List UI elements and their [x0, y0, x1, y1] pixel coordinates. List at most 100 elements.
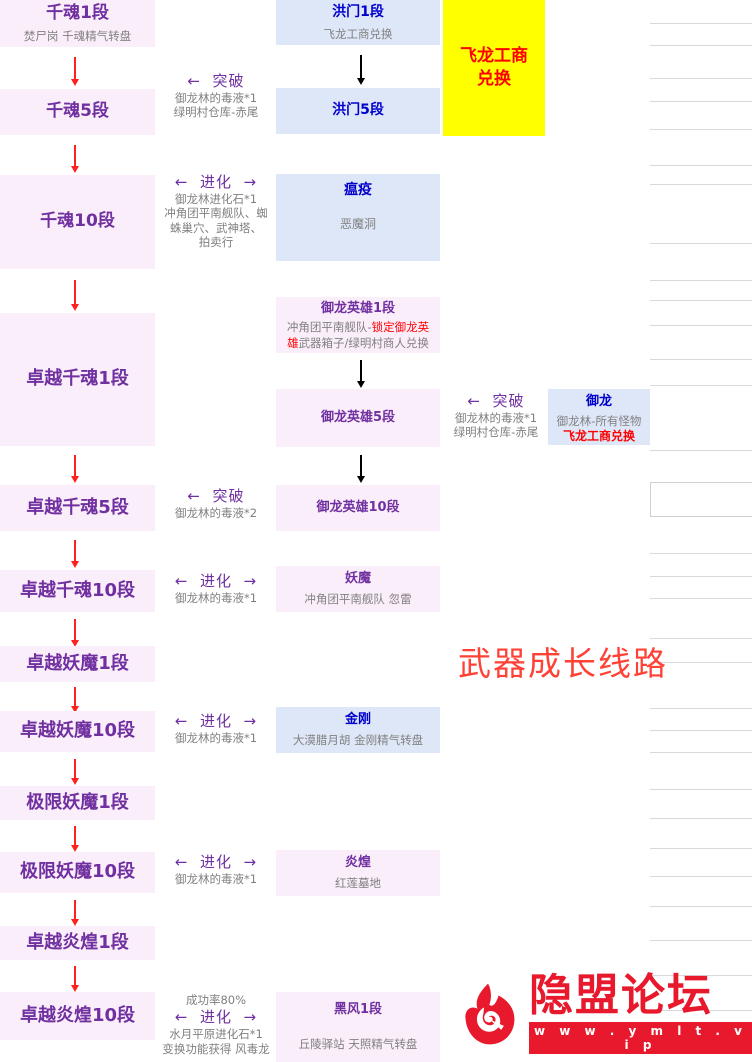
block-title: 妖魔 — [344, 571, 371, 587]
chain-block-zhuoyue-qianhun-5[interactable]: 卓越千魂5段 — [0, 485, 155, 531]
annotation-header: ← 突破 — [163, 487, 269, 506]
logo-url-banner: w w w . y m l t . v i p — [529, 1022, 752, 1054]
block-title: 千魂10段 — [40, 211, 115, 232]
arrow-left-icon: ← — [187, 487, 201, 505]
block-title: 御龙英雄10段 — [316, 499, 400, 515]
block-title: 极限妖魔1段 — [26, 791, 129, 813]
gridline — [650, 598, 752, 599]
annotation-line: 绿明村仓库-赤尾 — [173, 105, 259, 120]
gridline — [650, 876, 752, 877]
block-title: 卓越炎煌10段 — [19, 1004, 136, 1026]
annotation-label: 突破 — [492, 392, 525, 410]
arrow-right-icon: → — [243, 572, 258, 590]
block-detail: 大漠腊月胡 金刚精气转盘 — [292, 733, 424, 748]
chain-block-qianhun-5[interactable]: 千魂5段 — [0, 89, 155, 135]
block-detail-part: 武器箱子/绿明村商人兑换 — [298, 335, 429, 350]
block-detail-highlight: 锁定御龙英 — [371, 320, 430, 335]
block-yulong[interactable]: 御龙 御龙林-所有怪物 飞龙工商兑换 — [548, 389, 650, 445]
chain-block-zhuoyue-yaomo-1[interactable]: 卓越妖魔1段 — [0, 646, 155, 682]
annotation-header: ← 进化 → — [158, 173, 274, 192]
block-title: 千魂5段 — [46, 101, 109, 122]
block-detail-highlight: 飞龙工商兑换 — [562, 428, 635, 443]
gridline — [650, 975, 752, 976]
gridline — [650, 638, 752, 639]
arrow-right-icon: → — [243, 173, 258, 191]
flow-arrow-down — [71, 966, 79, 992]
block-yulong-hero-5[interactable]: 御龙英雄5段 — [276, 389, 440, 447]
flow-arrow-down — [71, 145, 79, 173]
arrow-left-icon: ← — [174, 712, 189, 730]
chain-block-zhuoyue-qianhun-10[interactable]: 卓越千魂10段 — [0, 570, 155, 612]
chain-block-jixian-yaomo-10[interactable]: 极限妖魔10段 — [0, 852, 155, 893]
chain-block-zhuoyue-yaomo-10[interactable]: 卓越妖魔10段 — [0, 711, 155, 752]
flow-arrow-down — [71, 57, 79, 86]
gridline — [650, 730, 752, 731]
chain-block-zhuoyue-qianhun-1[interactable]: 卓越千魂1段 — [0, 313, 155, 446]
page-title: 武器成长线路 — [458, 644, 668, 683]
annotation-label: 进化 — [199, 712, 232, 730]
annotation-label: 进化 — [199, 853, 232, 871]
annotation-success-rate: 成功率80% — [185, 993, 247, 1007]
gridline — [650, 576, 752, 577]
chain-block-qianhun-1[interactable]: 千魂1段 焚尸岗 千魂精气转盘 — [0, 0, 155, 47]
annotation-jinhua-3: ← 进化 → 御龙林的毒液*1 — [158, 712, 274, 745]
flow-arrow-down — [71, 759, 79, 785]
gridline — [650, 385, 752, 386]
annotation-header: ← 进化 → — [158, 572, 274, 591]
gridline — [650, 818, 752, 819]
chain-block-jixian-yaomo-1[interactable]: 极限妖魔1段 — [0, 786, 155, 820]
gridline — [650, 23, 752, 24]
block-detail: 丘陵驿站 天照精气转盘 — [298, 1037, 418, 1052]
block-jingang[interactable]: 金刚 大漠腊月胡 金刚精气转盘 — [276, 707, 440, 753]
block-title: 黑风1段 — [333, 1002, 383, 1017]
flow-arrow-down — [71, 826, 79, 852]
block-title: 御龙英雄5段 — [320, 409, 396, 425]
gridline — [650, 101, 752, 102]
block-yulong-hero-1[interactable]: 御龙英雄1段 冲角团平南舰队-锁定御龙英 雄武器箱子/绿明村商人兑换 — [276, 297, 440, 353]
block-title-line1: 飞龙工商 — [460, 46, 528, 67]
block-yaomo[interactable]: 妖魔 冲角团平南舰队 忽雷 — [276, 566, 440, 612]
arrow-right-icon: → — [243, 853, 258, 871]
block-wenyi[interactable]: 瘟疫 恶魔洞 — [276, 174, 440, 261]
block-title: 卓越千魂1段 — [26, 368, 129, 390]
block-title: 金刚 — [344, 712, 371, 728]
gridline — [650, 325, 752, 326]
flow-arrow-down — [71, 280, 79, 311]
block-title: 炎煌 — [344, 855, 371, 871]
block-feilong-exchange[interactable]: 飞龙工商 兑换 — [443, 0, 545, 136]
block-title: 卓越千魂10段 — [19, 579, 136, 601]
block-title: 洪门5段 — [332, 102, 384, 119]
gridline — [650, 184, 752, 185]
annotation-line: 水月平原进化石*1 — [169, 1027, 263, 1042]
arrow-left-icon: ← — [187, 72, 201, 90]
gridline — [650, 300, 752, 301]
flow-arrow-down — [71, 540, 79, 568]
flow-arrow-down — [71, 619, 79, 647]
block-heifeng-1[interactable]: 黑风1段 丘陵驿站 天照精气转盘 — [276, 992, 440, 1062]
flow-arrow-down — [71, 900, 79, 926]
arrow-right-icon: → — [243, 712, 258, 730]
gridline — [650, 553, 752, 554]
block-detail: 飞龙工商兑换 — [323, 27, 393, 42]
block-hongmen-5[interactable]: 洪门5段 — [276, 88, 440, 134]
annotation-line: 冲角团平南舰队、蜘 — [164, 206, 268, 221]
flow-arrow-down — [357, 455, 365, 483]
annotation-jinhua-4: ← 进化 → 御龙林的毒液*1 — [158, 853, 274, 886]
gridline — [650, 129, 752, 130]
block-detail-part: 冲角团平南舰队- — [286, 320, 372, 335]
gridline — [650, 789, 752, 790]
chain-block-zhuoyue-yanhuang-1[interactable]: 卓越炎煌1段 — [0, 926, 155, 960]
block-yanhuang[interactable]: 炎煌 红莲墓地 — [276, 850, 440, 896]
chain-block-qianhun-10[interactable]: 千魂10段 — [0, 175, 155, 269]
annotation-jinhua-1: ← 进化 → 御龙林进化石*1 冲角团平南舰队、蜘 蛛巢穴、武神塔、 拍卖行 — [158, 173, 274, 249]
block-title: 极限妖魔10段 — [19, 861, 136, 883]
block-hongmen-1[interactable]: 洪门1段 飞龙工商兑换 — [276, 0, 440, 45]
block-yulong-hero-10[interactable]: 御龙英雄10段 — [276, 485, 440, 531]
block-title: 御龙英雄1段 — [320, 301, 396, 316]
annotation-label: 突破 — [212, 72, 245, 90]
site-logo[interactable]: 隐盟论坛 w w w . y m l t . v i p — [455, 973, 752, 1054]
gridline — [650, 752, 752, 753]
arrow-left-icon: ← — [174, 853, 189, 871]
chain-block-zhuoyue-yanhuang-10[interactable]: 卓越炎煌10段 — [0, 992, 155, 1040]
